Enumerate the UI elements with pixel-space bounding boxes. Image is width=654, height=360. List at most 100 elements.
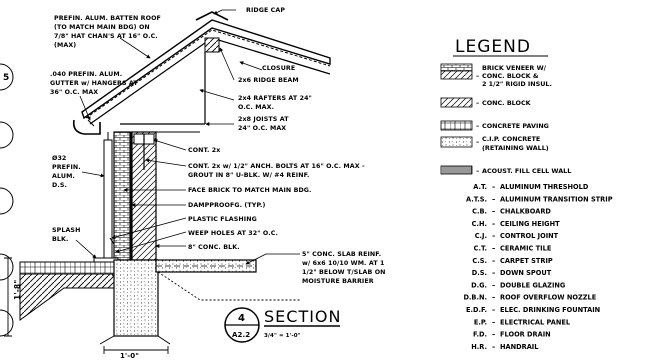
- margin-mark-circle: [0, 309, 14, 337]
- legend-swatch-cip: [440, 136, 473, 148]
- abbreviation-code: D.G.: [471, 281, 487, 289]
- legend-acoustic-dash: –: [476, 167, 479, 175]
- leader-roof: [119, 37, 151, 59]
- note-roof-2: (TO MATCH MAIN BDG) ON: [54, 24, 150, 31]
- ridge-cap: [195, 11, 229, 21]
- abbreviation-dash: –: [492, 195, 495, 203]
- footing-flare: [99, 335, 171, 345]
- abbreviation-meaning: CERAMIC TILE: [500, 245, 552, 253]
- abbreviation-meaning: HANDRAIL: [500, 343, 539, 351]
- abbreviation-dash: –: [492, 232, 495, 240]
- section-sheet: A2.2: [232, 331, 250, 339]
- note-splash-1: SPLASH: [52, 227, 80, 234]
- abbreviation-dash: –: [492, 294, 495, 302]
- margin-mark-circle: [0, 187, 14, 215]
- leader-flashing: [111, 217, 187, 240]
- note-ds-2: PREFIN.: [52, 164, 81, 171]
- abbreviation-dash: –: [492, 343, 495, 351]
- footing: [113, 259, 159, 337]
- note-splash-2: BLK.: [52, 236, 68, 243]
- ridge-beam: [204, 37, 220, 53]
- note-rafters-2: O.C. MAX.: [238, 104, 274, 111]
- dimensions: [4, 257, 169, 354]
- leader-slab: [245, 253, 300, 265]
- abbreviation-code: D.S.: [472, 269, 487, 277]
- note-slab-2: w/ 6x6 10/10 WM. AT 1: [302, 260, 385, 267]
- abbreviation-code: C.H.: [472, 220, 487, 228]
- margin-mark-circle: [0, 121, 14, 149]
- leader-downspout: [81, 171, 105, 178]
- legend-paving-label: CONCRETE PAVING: [482, 122, 549, 130]
- margin-mark-circle: [0, 63, 14, 91]
- abbreviation-meaning: CEILING HEIGHT: [500, 220, 560, 228]
- legend-title: LEGEND: [455, 37, 531, 57]
- downspout: [103, 139, 113, 259]
- note-face-brick: FACE BRICK TO MATCH MAIN BDG.: [188, 187, 312, 194]
- abbreviation-dash: –: [492, 220, 495, 228]
- abbreviation-dash: –: [492, 306, 495, 314]
- note-cont-2x: CONT. 2x: [188, 147, 220, 154]
- note-slab-4: MOISTURE BARRIER: [302, 278, 374, 285]
- note-gutter-2: GUTTER w/ HANGERS AT: [50, 80, 138, 87]
- abbreviation-code: E.P.: [474, 318, 487, 326]
- note-ridge-beam: 2x6 RIDGE BEAM: [238, 77, 299, 84]
- legend-swatch-brick: [440, 63, 473, 72]
- note-dampproofing: DAMPPROOFG. (TYP.): [188, 202, 265, 209]
- note-ds-3: ALUM.: [52, 173, 75, 180]
- gutter: [72, 119, 101, 135]
- abbreviation-code: H.R.: [471, 343, 487, 351]
- leader-cont-2x: [153, 139, 187, 151]
- note-roof-4: (MAX): [54, 42, 76, 49]
- dim-line-vertical: [4, 257, 12, 337]
- abbreviation-code: D.B.N.: [463, 294, 487, 302]
- margin-mark-circle: [0, 253, 14, 281]
- earth-fill: [19, 273, 121, 321]
- leader-gutter: [79, 95, 91, 121]
- leader-anch: [145, 158, 187, 167]
- note-slab-1: 5" CONC. SLAB REINF.: [302, 251, 381, 258]
- legend-swatch-acoustic: [440, 165, 473, 175]
- note-joists-2: 24" O.C. MAX: [238, 125, 286, 132]
- section-number: 4: [238, 313, 245, 324]
- leader-splash: [75, 239, 97, 259]
- ceiling-joist: [120, 52, 206, 125]
- legend-swatch-brick-block: [440, 70, 473, 80]
- foundation: [19, 259, 300, 345]
- section-notes: RIDGE CAP PREFIN. ALUM. BATTEN ROOF (TO …: [50, 7, 385, 285]
- subgrade-line: [157, 271, 300, 301]
- leader-closure: [239, 61, 263, 71]
- legend-cip-line2: (RETAINING WALL): [482, 144, 549, 152]
- legend-cip-dash: –: [476, 138, 479, 146]
- legend-brick-line2: CONC. BLOCK &: [482, 72, 539, 80]
- abbreviation-code: C.B.: [472, 208, 487, 216]
- abbreviation-code: E.D.F.: [466, 306, 487, 314]
- abbreviation-meaning: CHALKBOARD: [500, 208, 551, 216]
- roof-panel: [81, 19, 331, 120]
- abbreviation-dash: –: [492, 269, 495, 277]
- abbreviation-dash: –: [492, 318, 495, 326]
- abbreviation-code: A.T.: [473, 183, 487, 191]
- paving: [19, 261, 117, 275]
- leader-weep: [115, 231, 187, 254]
- insulation-line: [130, 132, 132, 260]
- margin-marks: [0, 63, 14, 337]
- legend-brick-dash: –: [476, 72, 479, 80]
- note-joists-1: 2x8 JOISTS AT: [238, 116, 289, 123]
- face-brick: [113, 131, 131, 261]
- abbreviation-dash: –: [492, 208, 495, 216]
- note-rafters-1: 2x4 RAFTERS AT 24": [238, 95, 312, 102]
- margin-mark-number: 5: [3, 73, 9, 83]
- legend-brick-line3: 2 1/2" RIGID INSUL.: [482, 80, 552, 88]
- legend-acoustic-label: ACOUST. FILL CELL WALL: [482, 167, 571, 175]
- note-ds-4: D.S.: [52, 182, 67, 189]
- abbreviation-meaning: ALUMINUM THRESHOLD: [500, 183, 589, 191]
- dim-bottom-label: 1'-0": [120, 352, 139, 360]
- abbreviation-meaning: ALUMINUM TRANSITION STRIP: [500, 195, 613, 203]
- leader-ridge-beam: [219, 47, 235, 81]
- legend-paving-dash: –: [476, 122, 479, 130]
- gutter-hanger: [87, 119, 95, 127]
- legend-block-label: CONC. BLOCK: [482, 99, 532, 107]
- legend-swatch-paving: [440, 120, 473, 131]
